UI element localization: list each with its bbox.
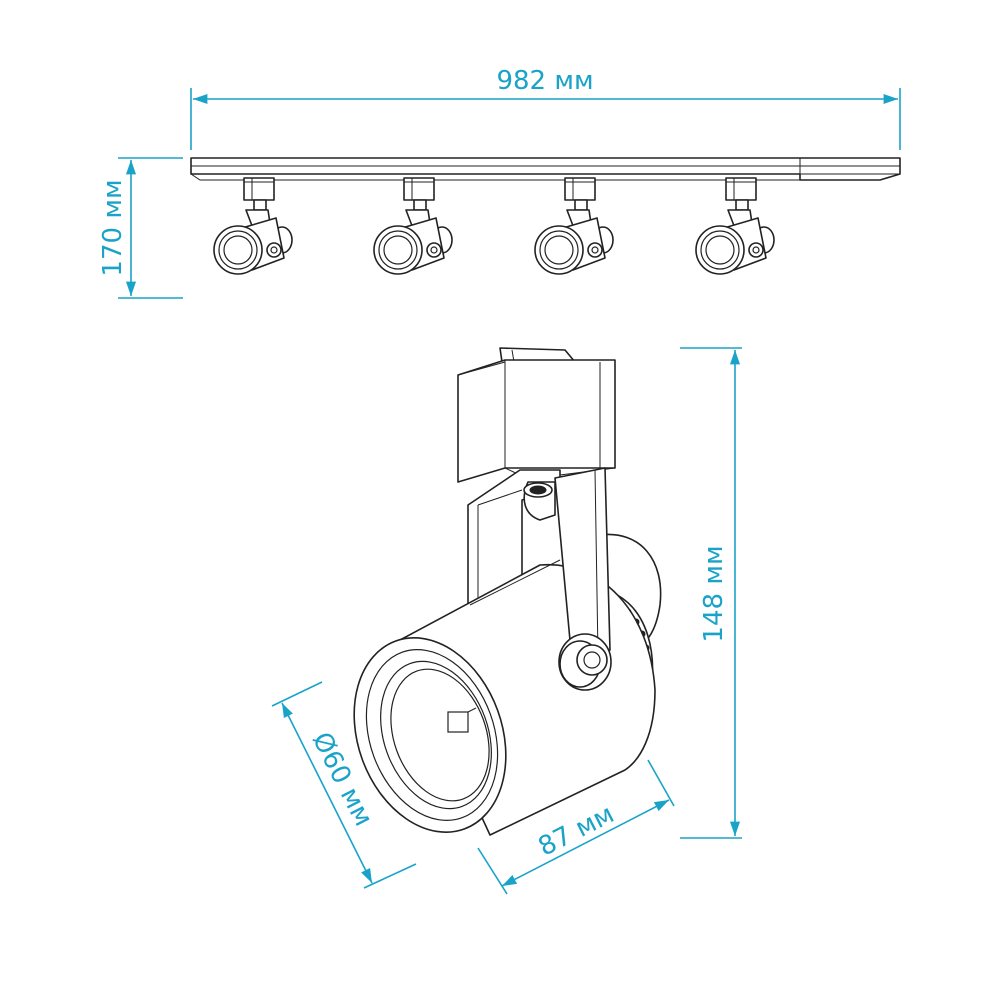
spot-height-dimension: 148 мм [680, 347, 742, 839]
total-height-dimension: 170 мм [98, 157, 183, 299]
track-spot-2 [373, 177, 453, 275]
track-spot-3 [534, 177, 614, 275]
track-spot-1 [213, 177, 293, 275]
track-length-dimension: 982 мм [190, 66, 901, 150]
track-length-label: 982 мм [496, 66, 593, 96]
spot-length-label: 87 мм [534, 799, 619, 862]
total-height-label: 170 мм [98, 179, 128, 276]
spot-height-label: 148 мм [699, 545, 729, 642]
spot-detail-drawing [353, 347, 662, 836]
track-spot-4 [695, 177, 775, 275]
track-rail [190, 157, 901, 181]
tilt-knob [558, 633, 612, 691]
